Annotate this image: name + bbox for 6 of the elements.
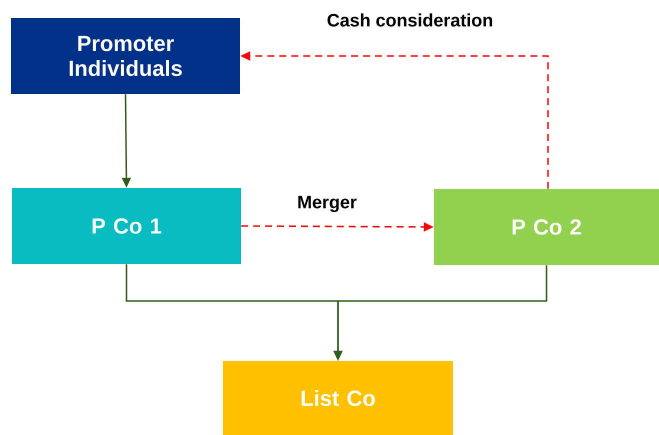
process-box: Promoter Individuals	[11, 18, 240, 94]
process-box: List Co	[223, 361, 453, 435]
edge-label: Cash consideration	[328, 13, 492, 27]
process-box: P Co 1	[12, 188, 241, 264]
edge-label: Merger	[298, 196, 357, 212]
process-box: P Co 2	[434, 189, 659, 265]
